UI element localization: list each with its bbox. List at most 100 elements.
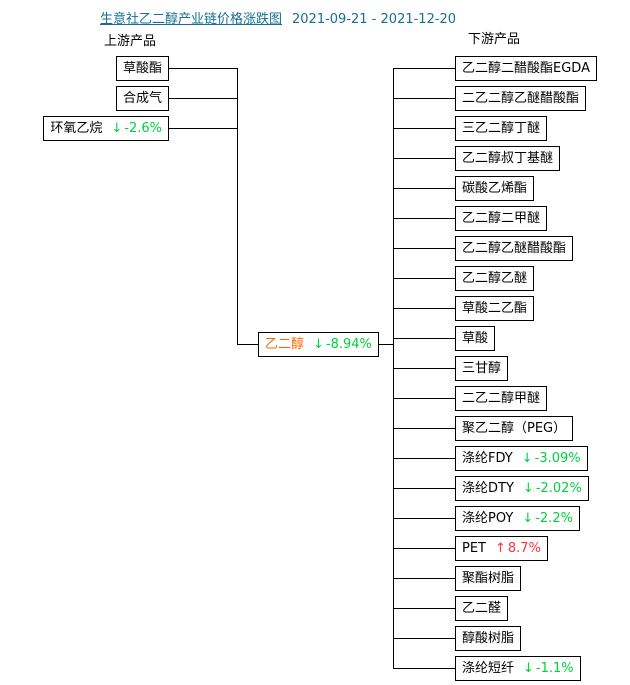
- node-label: PET: [462, 541, 486, 556]
- connector-line: [393, 128, 480, 129]
- change-value: 8.7%: [507, 541, 541, 556]
- change-badge: ↓-1.1%: [523, 661, 574, 676]
- connector-line: [393, 188, 480, 189]
- node-label: 乙二醇二甲醚: [462, 211, 541, 226]
- connector-line: [393, 518, 480, 519]
- downstream-node: 涤纶FDY ↓-3.09%: [455, 446, 588, 471]
- connector-line: [393, 218, 480, 219]
- connector-line: [393, 68, 480, 69]
- down-arrow-icon: ↓: [521, 451, 533, 466]
- node-label: 涤纶FDY: [462, 451, 513, 466]
- date-range: 2021-09-21 - 2021-12-20: [292, 12, 457, 27]
- downstream-node: 三甘醇: [455, 356, 509, 381]
- down-arrow-icon: ↓: [313, 337, 324, 352]
- downstream-node: 草酸二乙酯: [455, 296, 535, 321]
- change-value: -3.09%: [534, 451, 581, 466]
- connector-line: [393, 308, 480, 309]
- node-label: 二乙二醇乙醚醋酸酯: [462, 91, 580, 106]
- downstream-node: PET ↑8.7%: [455, 536, 548, 561]
- trunk-line: [237, 68, 238, 345]
- downstream-node: 草酸: [455, 326, 496, 351]
- change-value: -2.02%: [535, 481, 582, 496]
- node-label: 草酸: [462, 331, 489, 346]
- center-node: 乙二醇 ↓-8.94%: [258, 332, 379, 357]
- downstream-node: 三乙二醇丁醚: [455, 116, 548, 141]
- change-badge: ↓-3.09%: [522, 451, 581, 466]
- down-arrow-icon: ↓: [522, 511, 534, 526]
- downstream-node: 乙二醇叔丁基醚: [455, 146, 561, 171]
- connector-line: [393, 338, 480, 339]
- downstream-node: 涤纶POY↓-2.2%: [455, 506, 580, 531]
- down-arrow-icon: ↓: [111, 121, 123, 136]
- node-label: 聚乙二醇（PEG）: [462, 421, 567, 436]
- node-label: 二乙二醇甲醚: [462, 391, 541, 406]
- node-label: 涤纶短纤: [462, 661, 515, 676]
- connector-line: [393, 668, 480, 669]
- change-badge: ↓-2.2%: [522, 511, 573, 526]
- change-value: -1.1%: [535, 661, 574, 676]
- connector-line: [393, 368, 480, 369]
- connector-line: [120, 68, 237, 69]
- downstream-node: 涤纶短纤 ↓-1.1%: [455, 656, 581, 681]
- node-label: 碳酸乙烯酯: [462, 181, 528, 196]
- downstream-node: 涤纶DTY ↓-2.02%: [455, 476, 589, 501]
- node-label: 环氧乙烷: [50, 121, 103, 136]
- node-label: 乙二醇乙醚: [462, 271, 528, 286]
- change-badge: ↓-2.02%: [523, 481, 582, 496]
- change-value: -2.6%: [124, 121, 162, 136]
- downstream-node: 乙二醇乙醚醋酸酯: [455, 236, 574, 261]
- node-label: 乙二醇乙醚醋酸酯: [462, 241, 567, 256]
- connector-line: [120, 128, 237, 129]
- connector-line: [393, 398, 480, 399]
- downstream-node: 乙二醇乙醚: [455, 266, 535, 291]
- downstream-node: 碳酸乙烯酯: [455, 176, 535, 201]
- node-label: 乙二醇叔丁基醚: [462, 151, 554, 166]
- change-badge: ↑8.7%: [495, 541, 541, 556]
- change-value: -8.94%: [325, 337, 372, 352]
- node-label: 合成气: [122, 91, 162, 106]
- connector-line: [393, 158, 480, 159]
- upstream-section-label: 上游产品: [104, 34, 157, 49]
- downstream-node: 聚酯树脂: [455, 566, 522, 591]
- upstream-node: 草酸酯: [115, 56, 169, 81]
- node-label: 醇酸树脂: [462, 631, 515, 646]
- diagram-title[interactable]: 生意社乙二醇产业链价格涨跌图 2021-09-21 - 2021-12-20: [100, 8, 456, 27]
- connector-line: [120, 98, 237, 99]
- change-value: -2.2%: [535, 511, 573, 526]
- downstream-node: 二乙二醇乙醚醋酸酯: [455, 86, 587, 111]
- connector-line: [393, 488, 480, 489]
- connector-line: [393, 578, 480, 579]
- title-link[interactable]: 生意社乙二醇产业链价格涨跌图: [100, 12, 283, 27]
- downstream-node: 乙二醇二甲醚: [455, 206, 548, 231]
- connector-line: [393, 98, 480, 99]
- downstream-node: 乙二醇二醋酸酯EGDA: [455, 56, 597, 81]
- node-label: 乙二醛: [462, 601, 502, 616]
- node-label: 三甘醇: [462, 361, 502, 376]
- upstream-node: 合成气: [115, 86, 169, 111]
- connector-line: [393, 458, 480, 459]
- connector-line: [393, 248, 480, 249]
- change-badge: ↓-8.94%: [313, 337, 372, 352]
- down-arrow-icon: ↓: [523, 661, 534, 676]
- downstream-section-label: 下游产品: [468, 32, 521, 47]
- connector-line: [393, 428, 480, 429]
- downstream-node: 乙二醛: [455, 596, 509, 621]
- node-label: 乙二醇: [265, 337, 305, 352]
- node-label: 聚酯树脂: [462, 571, 515, 586]
- up-arrow-icon: ↑: [495, 541, 506, 556]
- downstream-node: 醇酸树脂: [455, 626, 522, 651]
- connector-line: [393, 278, 480, 279]
- upstream-node: 环氧乙烷 ↓-2.6%: [43, 116, 169, 141]
- connector-line: [393, 608, 480, 609]
- connector-line: [393, 638, 480, 639]
- downstream-node: 聚乙二醇（PEG）: [455, 416, 574, 441]
- node-label: 乙二醇二醋酸酯EGDA: [462, 61, 590, 76]
- node-label: 涤纶DTY: [462, 481, 514, 496]
- downstream-node: 二乙二醇甲醚: [455, 386, 548, 411]
- down-arrow-icon: ↓: [522, 481, 534, 496]
- node-label: 草酸酯: [122, 61, 162, 76]
- connector-line: [393, 548, 480, 549]
- node-label: 三乙二醇丁醚: [462, 121, 541, 136]
- change-badge: ↓-2.6%: [111, 121, 162, 136]
